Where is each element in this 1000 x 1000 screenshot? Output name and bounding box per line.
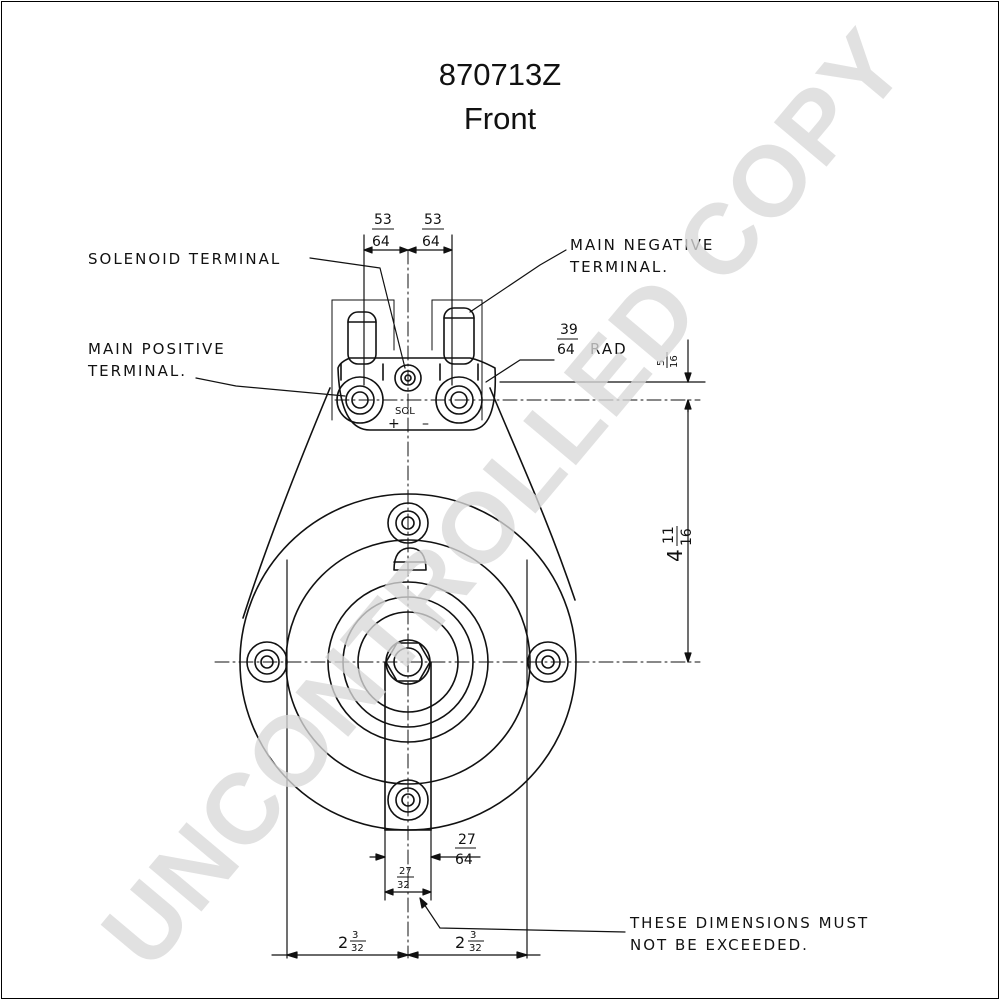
main-positive-label-line2: TERMINAL. [87, 362, 187, 380]
dim-radius-suffix: RAD [590, 340, 628, 358]
callout-leaders [195, 249, 567, 397]
dim-bottom-left-num: 3 [352, 930, 358, 941]
dim-height-whole: 4 [663, 549, 687, 562]
main-positive-label-line1: MAIN POSITIVE [88, 340, 226, 358]
dimension-texts: 53 64 53 64 39 64 RAD 5 16 4 11 16 [338, 212, 695, 954]
note-line1: THESE DIMENSIONS MUST [629, 914, 869, 932]
labels: SOLENOID TERMINAL MAIN NEGATIVE TERMINAL… [87, 236, 869, 954]
dim-shaft-right-num: 27 [458, 832, 476, 848]
dim-bottom-right-num: 3 [470, 930, 476, 941]
dim-shaft-width-den: 32 [397, 880, 410, 891]
housing-outline [239, 387, 577, 831]
boss-inner [357, 611, 459, 713]
boss-mid [342, 596, 474, 728]
dim-height-num: 11 [661, 526, 677, 544]
solenoid-terminal [394, 364, 422, 392]
dim-small-den: 16 [669, 355, 680, 368]
dim-radius-num: 39 [560, 322, 578, 338]
main-negative-terminal [435, 307, 483, 424]
dim-height-den: 16 [679, 528, 695, 546]
dim-bottom-right-den: 32 [469, 943, 482, 954]
dim-bottom-left-whole: 2 [338, 933, 348, 952]
dim-radius-den: 64 [557, 342, 575, 358]
dim-shaft-width-num: 27 [399, 866, 412, 877]
main-negative-label-line1: MAIN NEGATIVE [570, 236, 714, 254]
terminal-block [331, 299, 497, 431]
dim-top-right-num: 53 [424, 212, 442, 228]
note-line2: NOT BE EXCEEDED. [630, 936, 809, 954]
uncontrolled-copy-watermark: UNCONTROLLED COPY [81, 9, 928, 988]
solenoid-terminal-label: SOLENOID TERMINAL [88, 250, 281, 268]
boss-outer [327, 581, 489, 743]
dim-shaft-right-den: 64 [455, 852, 473, 868]
dimension-lines [271, 234, 706, 959]
sol-label: SOL [395, 406, 415, 417]
dim-top-left-num: 53 [374, 212, 392, 228]
mounting-holes [246, 502, 569, 821]
minus-sign: – [422, 416, 429, 432]
end-plate-ring [285, 539, 531, 785]
dim-bottom-right-whole: 2 [455, 933, 465, 952]
main-negative-label-line2: TERMINAL. [569, 258, 669, 276]
plus-sign: + [388, 416, 400, 432]
main-positive-terminal [336, 311, 384, 424]
dim-bottom-left-den: 32 [351, 943, 364, 954]
dim-top-left-den: 64 [372, 234, 390, 250]
view-title: Front [463, 101, 537, 136]
dim-small-num: 5 [656, 360, 667, 366]
shaft-end [393, 647, 423, 677]
part-number-title: 870713Z [438, 57, 562, 92]
dim-top-right-den: 64 [422, 234, 440, 250]
